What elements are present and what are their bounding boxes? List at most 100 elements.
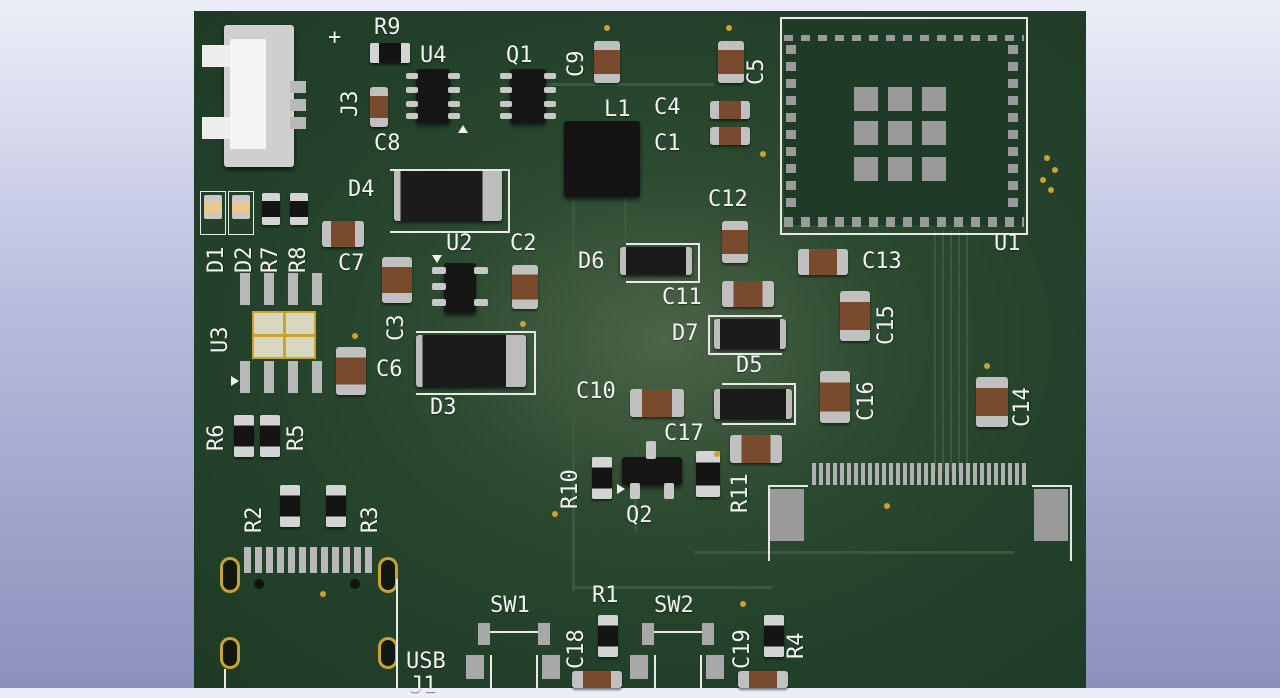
switch-pad [542,655,560,679]
c11-capacitor[interactable] [722,281,774,307]
thermal-pad [922,87,946,111]
thermal-pad [922,121,946,145]
pin [240,361,250,393]
pin [432,299,446,306]
c16-capacitor[interactable] [820,371,850,423]
refdes-c9: C9 [564,50,589,78]
refdes-r8: R8 [286,246,311,274]
u2-ic[interactable] [444,263,476,313]
via [1040,177,1046,183]
r2-resistor[interactable] [280,485,300,527]
q2-transistor[interactable] [622,457,682,485]
pin [264,361,274,393]
pin [646,441,656,459]
sw2-switch[interactable] [630,619,730,688]
c1-capacitor[interactable] [710,127,750,145]
r9-resistor[interactable] [370,43,410,63]
d5-diode[interactable] [714,389,792,419]
c15-capacitor[interactable] [840,291,870,341]
via [604,25,610,31]
pin [432,283,446,290]
d1-led[interactable] [204,195,222,219]
c9-capacitor[interactable] [594,41,620,83]
refdes-d1: D1 [204,246,229,274]
refdes-c10: C10 [576,379,616,404]
trace [694,551,1014,554]
usb-connector[interactable] [220,539,406,688]
u3-ic[interactable] [240,273,324,393]
switch-pad [630,655,648,679]
c13-capacitor[interactable] [798,249,848,275]
c5-capacitor[interactable] [718,41,744,83]
r3-resistor[interactable] [326,485,346,527]
usb-slot [220,557,240,593]
mount-pad [1034,489,1068,541]
usb-slot [378,637,398,669]
refdes-c14: C14 [1010,387,1035,427]
refdes-usb: USB [406,649,446,674]
refdes-u4: U4 [420,43,447,68]
c3-capacitor[interactable] [382,257,412,303]
r1-resistor[interactable] [598,615,618,657]
c4-capacitor[interactable] [710,101,750,119]
trace [950,231,952,471]
refdes-c16: C16 [854,381,879,421]
d3-diode[interactable] [416,335,526,387]
refdes-c5: C5 [744,58,769,86]
j3-connector[interactable] [202,19,308,169]
d2-led[interactable] [232,195,250,219]
u4-ic[interactable] [416,69,450,123]
sw1-switch[interactable] [466,619,566,688]
pin [664,483,674,499]
u1-module[interactable] [780,17,1028,235]
pin [500,113,512,119]
pcb-board[interactable]: + J3 R9 C8 U4 Q1 C9 C5 L1 C4 C1 [194,11,1086,697]
pin1-marker-icon [432,255,442,263]
refdes-d7: D7 [672,321,699,346]
r4-resistor[interactable] [764,615,784,657]
d3-outline [416,331,536,395]
silk-plus: + [328,25,342,50]
r8-resistor[interactable] [290,193,308,225]
refdes-r4: R4 [784,632,809,660]
r11-resistor[interactable] [696,451,720,497]
c19-capacitor[interactable] [738,671,788,688]
l1-inductor[interactable] [564,121,640,197]
pin [312,361,322,393]
c12-capacitor[interactable] [722,221,748,263]
c6-capacitor[interactable] [336,347,366,395]
pin [448,87,460,93]
pin [406,87,418,93]
d7-diode[interactable] [714,319,786,349]
c8-capacitor[interactable] [370,87,388,127]
c2-capacitor[interactable] [512,265,538,309]
refdes-c12: C12 [708,187,748,212]
c7-capacitor[interactable] [322,221,364,247]
r7-resistor[interactable] [262,193,280,225]
pin [448,113,460,119]
thermal-pad [854,157,878,181]
pin [500,101,512,107]
r10-resistor[interactable] [592,457,612,499]
refdes-u3: U3 [208,326,233,354]
fpc-connector[interactable] [768,459,1072,561]
c14-capacitor[interactable] [976,377,1008,427]
pin [240,273,250,305]
r6-resistor[interactable] [234,415,254,457]
refdes-u2: U2 [446,231,473,256]
c10-capacitor[interactable] [630,389,684,417]
c18-capacitor[interactable] [572,671,622,688]
d6-diode[interactable] [620,247,692,275]
pin [544,113,556,119]
d4-diode[interactable] [394,169,502,221]
refdes-c2: C2 [510,231,537,256]
d4-outline [390,169,510,233]
switch-pad [478,623,490,645]
refdes-c17: C17 [664,421,704,446]
r5-resistor[interactable] [260,415,280,457]
refdes-c3: C3 [384,314,409,342]
c17-capacitor[interactable] [730,435,782,463]
refdes-j3: J3 [338,90,363,118]
q1-transistor[interactable] [510,69,546,123]
d1-outline [200,191,226,235]
